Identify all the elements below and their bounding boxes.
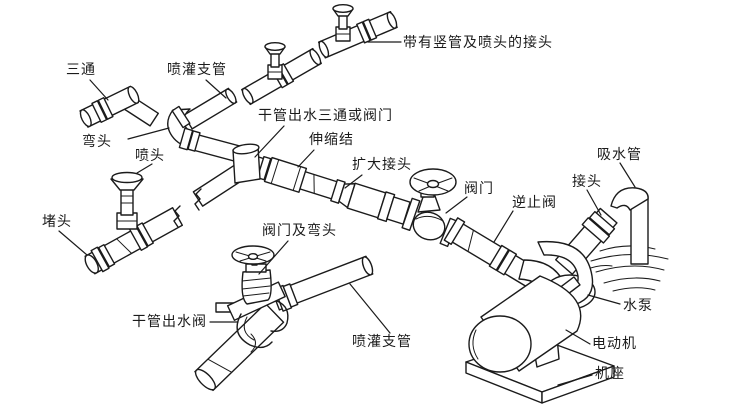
label-main-outlet-valve: 干管出水阀: [132, 314, 207, 330]
leader-valve: [445, 196, 468, 214]
hydrant-assembly: [194, 245, 374, 392]
suction-joint-ring: [581, 217, 611, 244]
label-enlarging-joint: 扩大接头: [352, 157, 412, 173]
leader-motor: [565, 329, 591, 345]
label-elbow: 弯头: [82, 134, 112, 150]
leader-pump: [587, 294, 621, 305]
label-suction-pipe: 吸水管: [597, 147, 642, 163]
leader-valve-and-elbow: [258, 240, 289, 275]
label-tee: 三通: [66, 62, 96, 78]
leader-elbow: [127, 127, 170, 140]
base-side: [541, 365, 615, 404]
label-branch-top: 喷灌支管: [167, 62, 227, 78]
expansion-joint-sleeve: [263, 156, 308, 193]
water-wave: [603, 277, 661, 284]
label-valve: 阀门: [464, 181, 494, 197]
label-pump: 水泵: [623, 298, 653, 314]
leader-branch-bottom: [349, 283, 391, 334]
check-valve-body: [443, 217, 542, 290]
leader-enlarging-joint: [344, 174, 363, 189]
sprinkler-branch-line: [241, 3, 398, 106]
leader-main-outlet-tee: [254, 125, 285, 158]
branch-pipe-bottom: [271, 255, 374, 312]
valve-handwheel: [409, 168, 457, 196]
label-branch-bottom: 喷灌支管: [352, 334, 412, 350]
sprinkler-riser-3: [110, 171, 144, 230]
leader-check-valve: [493, 210, 514, 243]
water-wave: [612, 287, 656, 292]
sprinkler-riser-1: [264, 42, 286, 80]
pump-unit: [465, 240, 615, 404]
label-expansion-joint: 伸缩结: [309, 132, 354, 148]
leader-expansion-joint: [297, 149, 315, 168]
label-check-valve: 逆止阀: [512, 195, 557, 211]
label-joint: 接头: [572, 174, 602, 190]
label-base: 机座: [595, 366, 625, 382]
label-sprinkler: 喷头: [135, 148, 165, 164]
suction-joint-ring: [588, 210, 616, 236]
label-motor: 电动机: [592, 336, 637, 352]
leader-suction-pipe: [619, 162, 636, 188]
sprinkler-riser-2: [332, 3, 354, 42]
leader-sprinkler: [136, 163, 153, 174]
label-riser-joint: 带有竖管及喷头的接头: [403, 35, 553, 51]
motor-face: [468, 315, 532, 373]
main-outlet-tee-fitting: [232, 143, 261, 184]
hydrant-handwheel: [231, 245, 275, 265]
leader-lines: [58, 41, 636, 386]
main-pipe: [194, 302, 285, 392]
plugged-lateral-pipe: [84, 171, 184, 275]
label-main-outlet-tee: 干管出水三通或阀门: [258, 108, 393, 124]
leader-base: [557, 374, 593, 386]
leader-plug: [58, 230, 88, 256]
tee-fitting: [79, 85, 159, 128]
label-valve-and-elbow: 阀门及弯头: [262, 223, 337, 239]
water-wave: [595, 265, 665, 273]
label-plug: 堵头: [42, 214, 72, 230]
leader-tee: [89, 79, 109, 101]
leader-branch-top: [205, 79, 227, 99]
leader-joint: [586, 189, 602, 216]
suction-pipe-bend: [610, 187, 649, 211]
water-wave: [590, 253, 669, 262]
water-wave: [599, 245, 656, 252]
